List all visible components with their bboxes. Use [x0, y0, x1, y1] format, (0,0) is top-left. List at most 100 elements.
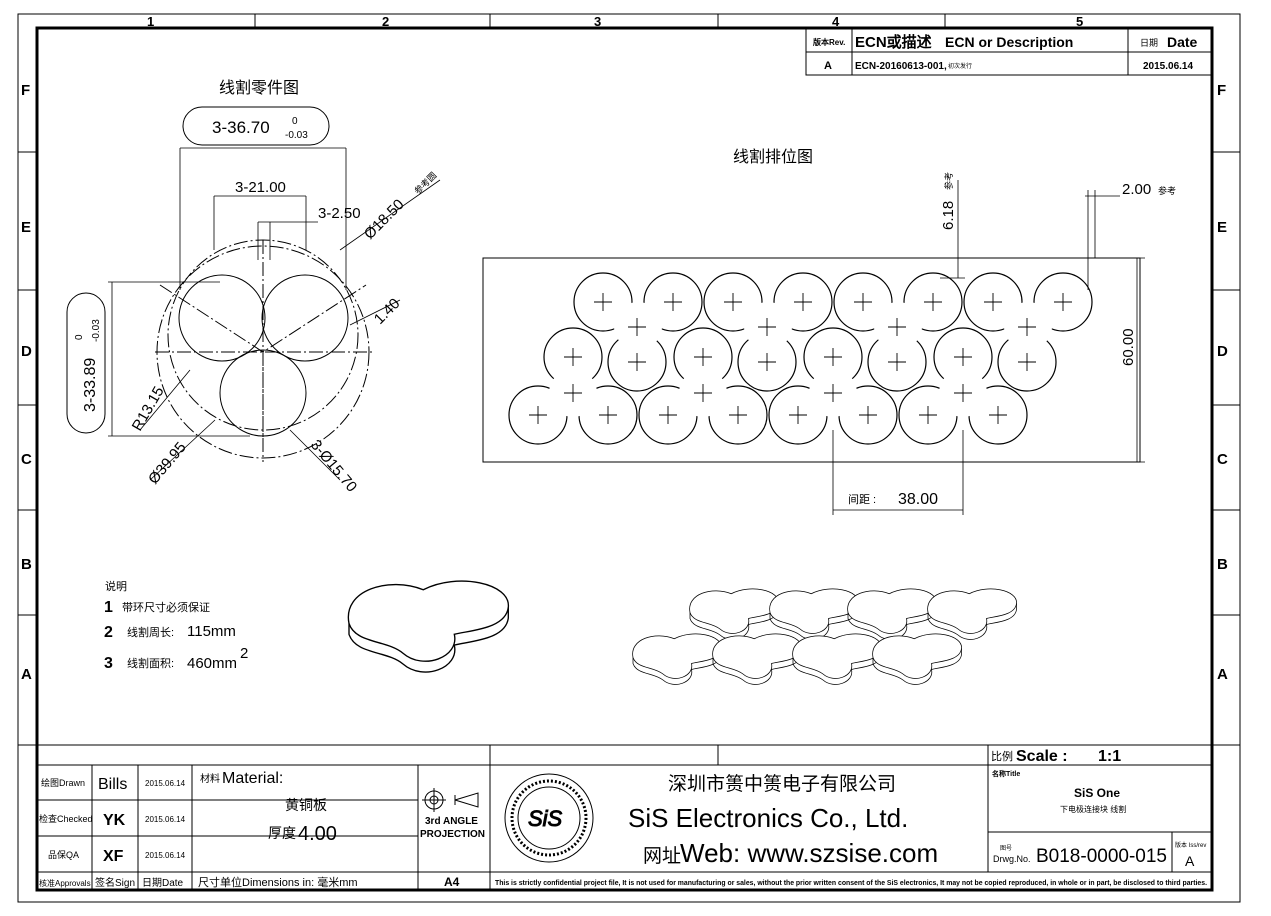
svg-text:Date: Date	[1167, 34, 1198, 50]
svg-text:厚度: 厚度	[268, 825, 296, 841]
row-label: E	[1217, 219, 1227, 236]
row-label: F	[1217, 82, 1226, 99]
svg-text:2015.06.14: 2015.06.14	[145, 815, 186, 824]
svg-text:60.00: 60.00	[1120, 328, 1137, 366]
svg-text:初次发行: 初次发行	[948, 62, 972, 70]
svg-text:4.00: 4.00	[298, 823, 337, 845]
svg-text:日期: 日期	[1140, 38, 1158, 48]
svg-text:460mm: 460mm	[187, 655, 237, 672]
svg-text:3-21.00: 3-21.00	[235, 179, 286, 196]
revision-table: 版本Rev. ECN或描述 ECN or Description 日期 Date…	[805, 28, 1212, 76]
svg-text:0: 0	[292, 116, 298, 127]
svg-text:ECN或描述: ECN或描述	[855, 33, 932, 51]
part-view: 线割零件图 3-36.70 0 -0.03 3-21.00 3-2.50 Ø18…	[66, 79, 441, 496]
svg-text:3: 3	[104, 655, 113, 672]
svg-text:2.00: 2.00	[1122, 181, 1151, 198]
column-label: 4	[832, 14, 840, 29]
svg-text:参考: 参考	[943, 172, 954, 190]
svg-text:品保QA: 品保QA	[48, 849, 79, 860]
layout-view: 线割排位图 6.18 参考 2.00 参考 60.00 间距 : 38.00	[482, 148, 1176, 515]
svg-text:1: 1	[104, 599, 113, 616]
svg-text:Ø18.50: Ø18.50	[361, 196, 408, 243]
svg-text:Bills: Bills	[98, 776, 127, 793]
svg-text:名称Title: 名称Title	[992, 769, 1020, 778]
svg-text:材料: 材料	[200, 772, 220, 785]
svg-text:2015.06.14: 2015.06.14	[145, 851, 186, 860]
svg-text:下电极连接块 线割: 下电极连接块 线割	[1060, 804, 1126, 814]
svg-text:B018-0000-015: B018-0000-015	[1036, 846, 1167, 867]
svg-text:A: A	[824, 60, 832, 72]
svg-text:-0.03: -0.03	[285, 130, 308, 141]
row-label: F	[21, 82, 30, 99]
svg-text:1:1: 1:1	[1098, 748, 1121, 765]
svg-text:Ø39.95: Ø39.95	[145, 439, 190, 488]
svg-text:尺寸单位Dimensions in: 毫米mm: 尺寸单位Dimensions in: 毫米mm	[198, 875, 358, 889]
svg-text:说明: 说明	[105, 579, 127, 593]
svg-text:绘图Drawn: 绘图Drawn	[41, 777, 85, 788]
svg-text:比例: 比例	[991, 749, 1013, 763]
svg-text:3rd ANGLE: 3rd ANGLE	[425, 816, 478, 827]
isometric-layout-view	[632, 588, 1017, 685]
svg-text:2015.06.14: 2015.06.14	[145, 779, 186, 788]
svg-text:检查Checked: 检查Checked	[39, 813, 93, 824]
svg-text:115mm: 115mm	[187, 623, 236, 640]
part-view-title: 线割零件图	[219, 79, 299, 97]
row-label: A	[21, 666, 32, 683]
row-label: D	[21, 343, 32, 360]
svg-text:A4: A4	[444, 875, 460, 889]
svg-text:ECN or Description: ECN or Description	[945, 34, 1073, 50]
layout-view-title: 线割排位图	[733, 148, 813, 166]
svg-text:0: 0	[74, 334, 85, 340]
title-block: 绘图Drawn Bills 2015.06.14 检查Checked YK 20…	[37, 744, 1212, 890]
row-label: B	[21, 556, 32, 573]
svg-text:Web: www.szsise.com: Web: www.szsise.com	[680, 838, 938, 868]
column-label: 2	[382, 14, 389, 29]
svg-text:YK: YK	[103, 812, 126, 829]
svg-text:线割面积:: 线割面积:	[127, 656, 174, 670]
notes: 说明 1 带环尺寸必须保证 2 线割周长: 115mm 3 线割面积: 460m…	[104, 579, 248, 672]
svg-text:3-33.89: 3-33.89	[82, 358, 99, 412]
company-logo: SiS	[504, 773, 594, 863]
svg-text:SiS Electronics Co., Ltd.: SiS Electronics Co., Ltd.	[628, 803, 908, 833]
svg-text:带环尺寸必须保证: 带环尺寸必须保证	[122, 600, 210, 614]
svg-text:38.00: 38.00	[898, 491, 938, 508]
svg-text:参考圆: 参考圆	[412, 170, 439, 197]
svg-text:签名Sign: 签名Sign	[95, 876, 135, 889]
svg-text:图号: 图号	[1000, 845, 1012, 852]
svg-text:核准Approvals: 核准Approvals	[39, 878, 91, 888]
svg-text:深圳市篑中篑电子有限公司: 深圳市篑中篑电子有限公司	[668, 773, 896, 795]
svg-text:日期Date: 日期Date	[142, 877, 184, 889]
svg-text:PROJECTION: PROJECTION	[420, 829, 485, 840]
svg-text:2: 2	[240, 645, 248, 662]
svg-text:This is strictly confidential: This is strictly confidential project fi…	[495, 880, 1207, 887]
row-label: B	[1217, 556, 1228, 573]
row-label: C	[1217, 451, 1228, 468]
svg-text:3-Ø15.70: 3-Ø15.70	[307, 437, 360, 496]
svg-text:2: 2	[104, 624, 113, 641]
row-label: C	[21, 451, 32, 468]
svg-text:黄铜板: 黄铜板	[285, 797, 327, 813]
svg-text:Scale :: Scale :	[1016, 748, 1068, 765]
svg-text:Material:: Material:	[222, 770, 283, 787]
svg-text:XF: XF	[103, 848, 124, 865]
svg-text:线割周长:: 线割周长:	[127, 625, 174, 639]
svg-text:SiS One: SiS One	[1074, 786, 1120, 800]
row-label: A	[1217, 666, 1228, 683]
svg-text:3-2.50: 3-2.50	[318, 205, 361, 222]
svg-text:Drwg.No.: Drwg.No.	[993, 854, 1031, 864]
svg-text:版本 Iss/rev: 版本 Iss/rev	[1175, 841, 1206, 849]
row-label: E	[21, 219, 31, 236]
svg-text:1.40: 1.40	[371, 295, 404, 328]
svg-text:SiS: SiS	[528, 806, 563, 831]
column-label: 1	[147, 14, 154, 29]
third-angle-projection-icon	[422, 788, 479, 812]
svg-text:版本Rev.: 版本Rev.	[812, 37, 845, 47]
svg-text:R13.15: R13.15	[129, 384, 168, 434]
column-label: 5	[1076, 14, 1083, 29]
row-label: D	[1217, 343, 1228, 360]
drawing-frame: 1 2 3 4 5 F E D C B A F E D C B A	[17, 13, 1241, 903]
svg-text:6.18: 6.18	[940, 201, 957, 230]
svg-text:A: A	[1185, 853, 1195, 869]
svg-text:-0.03: -0.03	[91, 319, 102, 342]
